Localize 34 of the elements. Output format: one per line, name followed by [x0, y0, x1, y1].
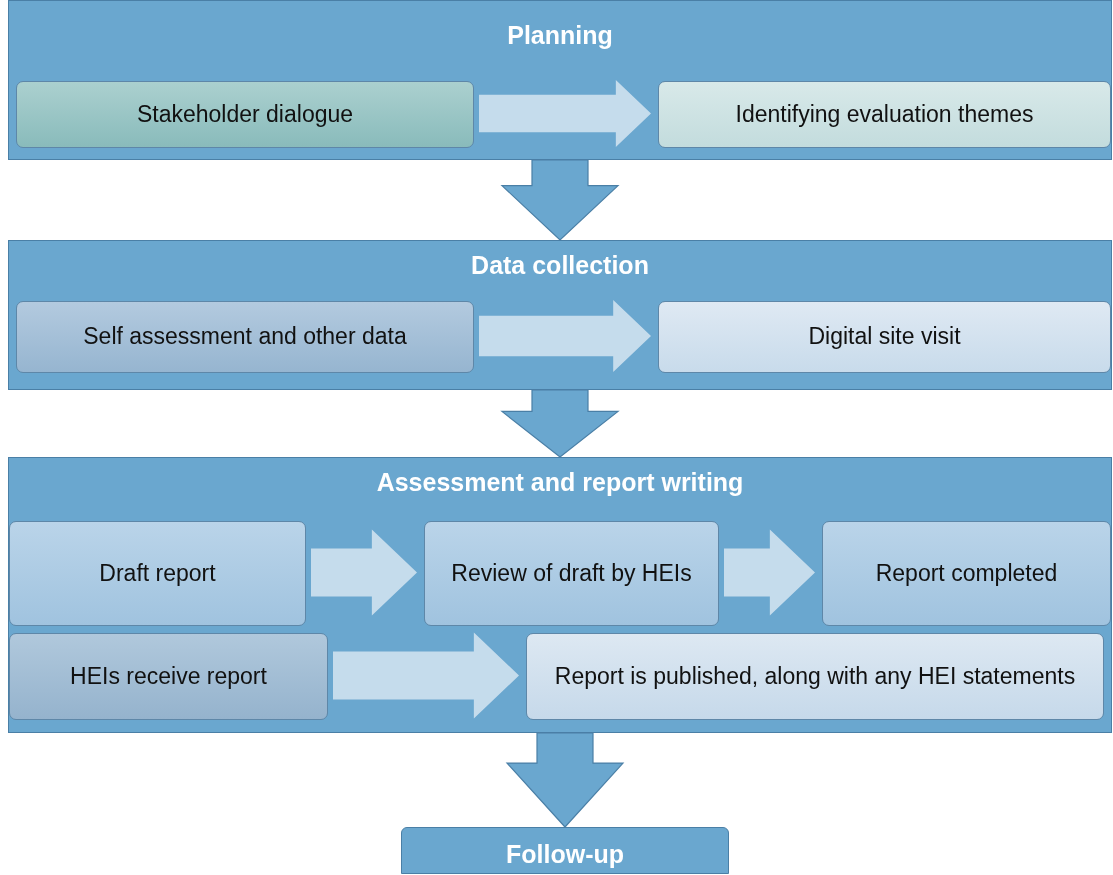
step-box	[9, 521, 306, 626]
stage-band	[8, 240, 1112, 390]
step-text: Self assessment and other data	[83, 322, 407, 352]
step-text: Identifying evaluation themes	[735, 99, 1034, 129]
step-box	[16, 81, 474, 148]
step-text: Report is published, along with any HEI statements	[554, 661, 1076, 691]
step-box	[822, 521, 1111, 626]
stage-title: Follow-up	[505, 840, 625, 869]
block-arrow	[500, 389, 620, 458]
step-box	[16, 301, 474, 373]
step-box	[526, 633, 1104, 720]
step-box	[658, 81, 1111, 148]
block-arrow	[479, 300, 651, 372]
stage-band	[401, 827, 729, 874]
step-box	[658, 301, 1111, 373]
stage-band	[8, 0, 1112, 160]
block-arrow	[500, 159, 620, 241]
step-box	[9, 633, 328, 720]
step-text: Stakeholder dialogue	[136, 99, 354, 129]
stage-title: Assessment and report writing	[375, 468, 745, 497]
step-text: Digital site visit	[808, 322, 961, 352]
block-arrow	[724, 529, 815, 616]
step-text: Review of draft by HEIs	[451, 558, 692, 588]
block-arrow	[333, 632, 519, 719]
block-arrow	[479, 80, 651, 147]
stage-title: Data collection	[470, 251, 650, 280]
step-text: Draft report	[99, 558, 216, 588]
block-arrow	[505, 732, 625, 828]
step-text: Report completed	[875, 558, 1058, 588]
step-box	[424, 521, 719, 626]
stage-title: Planning	[506, 21, 614, 50]
stage-band	[8, 457, 1112, 733]
step-text: HEIs receive report	[70, 661, 267, 691]
block-arrow	[311, 529, 417, 616]
